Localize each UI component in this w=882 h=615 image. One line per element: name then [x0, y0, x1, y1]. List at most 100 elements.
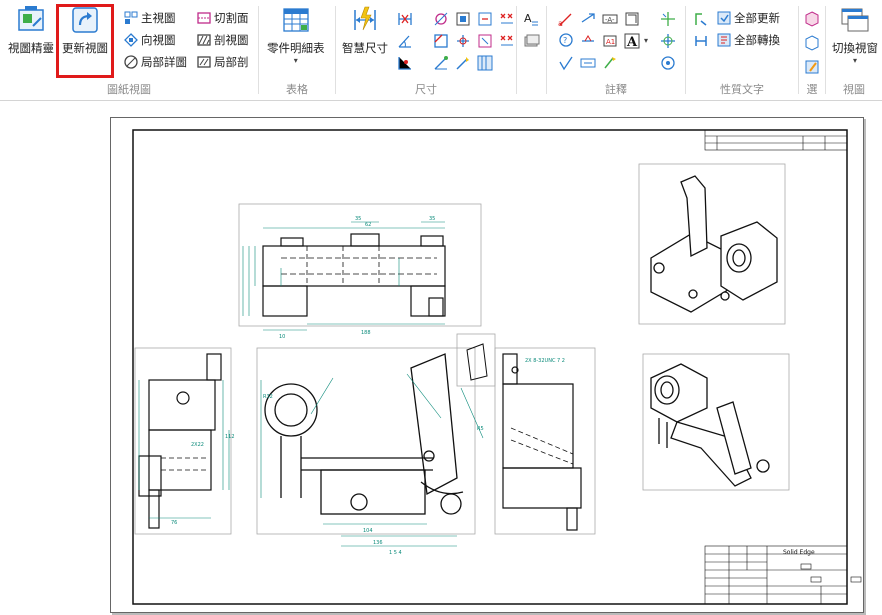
separator [516, 6, 517, 94]
svg-text:2X 8-32UNC 7 2: 2X 8-32UNC 7 2 [525, 358, 565, 364]
group-label-property-text: 性質文字 [720, 83, 764, 96]
parts-list-dropdown-icon[interactable]: ▾ [293, 56, 298, 65]
datum-frame-icon[interactable]: A1 [601, 32, 619, 50]
surface-texture-icon[interactable] [557, 54, 575, 72]
principal-view-icon [124, 11, 138, 24]
center-mark-icon[interactable] [623, 10, 641, 28]
section-view-icon [197, 34, 211, 46]
retrieve-dimensions-icon[interactable] [498, 32, 516, 50]
separator [335, 6, 336, 94]
grid-dimension-icon[interactable] [476, 54, 494, 72]
center-line-icon[interactable] [659, 10, 677, 28]
select-cube-icon[interactable] [803, 10, 821, 28]
switch-windows-label: 切換視窗 [832, 41, 878, 55]
parts-list-button[interactable]: 零件明細表 ▾ [267, 4, 325, 65]
smart-dimension-label: 智慧尺寸 [342, 41, 388, 55]
bolt-hole-circle-icon[interactable] [659, 32, 677, 50]
switch-windows-button[interactable]: 切換視窗 ▾ [832, 4, 878, 65]
tracking-icon[interactable] [476, 10, 494, 28]
auxiliary-view-label: 向視圖 [141, 33, 176, 47]
detail-view-button[interactable]: 局部詳圖 [123, 52, 187, 72]
update-all-button[interactable]: 全部更新 [716, 8, 780, 28]
auxiliary-view-button[interactable]: 向視圖 [123, 30, 176, 50]
symmetric-diameter-icon[interactable] [432, 10, 450, 28]
group-select: 選 [799, 0, 825, 100]
balloon-icon[interactable]: ? [557, 32, 575, 50]
attach-dimension-icon[interactable] [454, 10, 472, 28]
text-dropdown-icon[interactable]: ▾ [644, 36, 649, 45]
cutting-plane-icon [197, 12, 211, 24]
coordinate-dimension-icon[interactable] [396, 54, 414, 72]
group-label-select: 選 [806, 83, 818, 96]
datum-target-icon[interactable] [601, 54, 619, 72]
weld-symbol-icon[interactable] [579, 32, 597, 50]
select-outline-icon[interactable] [803, 34, 821, 52]
separator [798, 6, 799, 94]
callout-icon[interactable] [579, 10, 597, 28]
svg-text:R5: R5 [477, 426, 484, 432]
svg-text:136: 136 [373, 540, 383, 546]
group-property-text: 全部更新 全部轉換 性質文字 [686, 0, 798, 100]
auto-center-line-icon[interactable] [659, 54, 677, 72]
distance-between-icon[interactable] [396, 10, 414, 28]
angular-coordinate-icon[interactable] [432, 54, 450, 72]
svg-text:A: A [524, 12, 532, 25]
chamfer-dimension-icon[interactable] [432, 32, 450, 50]
svg-text:76: 76 [171, 520, 177, 526]
group-tables: 零件明細表 ▾ 表格 [259, 0, 335, 100]
view-wizard-label: 視圖精靈 [8, 41, 54, 55]
broken-out-icon [197, 56, 211, 68]
convert-all-icon [717, 33, 731, 47]
parts-list-icon [283, 8, 309, 32]
broken-out-button[interactable]: 局部剖 [196, 52, 249, 72]
principal-view-button[interactable]: 主視圖 [123, 8, 176, 28]
svg-text:10: 10 [279, 334, 285, 340]
svg-text:2X22: 2X22 [191, 442, 204, 448]
section-view-label: 剖視圖 [214, 33, 249, 47]
broken-out-label: 局部剖 [214, 55, 249, 69]
switch-windows-icon [841, 8, 869, 32]
update-all-icon [717, 11, 731, 25]
auto-dimension-icon[interactable] [498, 10, 516, 28]
isometric-view-bottom [642, 353, 790, 491]
angle-between-icon[interactable] [396, 32, 414, 50]
separator [825, 6, 826, 94]
dimension-axis-icon[interactable] [454, 32, 472, 50]
revision-table [704, 129, 848, 151]
cutting-plane-button[interactable]: 切割面 [196, 8, 249, 28]
update-all-label: 全部更新 [734, 11, 780, 25]
leader-icon[interactable]: a [557, 10, 575, 28]
svg-text:112: 112 [225, 434, 235, 440]
view-wizard-button[interactable]: 視圖精靈 [8, 4, 54, 56]
group-label-annotation: 註釋 [605, 83, 627, 96]
svg-text:62: 62 [365, 222, 371, 228]
copy-attributes-icon[interactable] [454, 54, 472, 72]
smart-dimension-button[interactable]: 智慧尺寸 [342, 4, 388, 56]
switch-windows-dropdown-icon[interactable]: ▾ [852, 56, 857, 65]
feature-control-frame-icon[interactable]: -A- [601, 10, 619, 28]
group-dimension: 智慧尺寸 尺寸 [336, 0, 516, 100]
property-icon[interactable] [692, 10, 710, 28]
property-text-icon[interactable] [692, 32, 710, 50]
auxiliary-view-icon [124, 33, 138, 47]
svg-text:a: a [558, 19, 563, 28]
edge-condition-icon[interactable] [579, 54, 597, 72]
svg-text:104: 104 [363, 528, 373, 534]
ribbon: 視圖精靈 更新視圖 主視圖 向視圖 局部詳圖 切割面 [0, 0, 882, 101]
svg-text:35: 35 [355, 216, 361, 222]
dimension-style-icon[interactable] [476, 32, 494, 50]
group-drawing-views: 視圖精靈 更新視圖 主視圖 向視圖 局部詳圖 切割面 [0, 0, 258, 100]
svg-text:?: ? [563, 36, 567, 45]
text-icon[interactable]: A [623, 32, 641, 50]
view-wizard-icon [18, 6, 44, 31]
group-label-tables: 表格 [286, 83, 308, 96]
select-edit-icon[interactable] [803, 58, 821, 76]
convert-all-button[interactable]: 全部轉換 [716, 30, 780, 50]
layer-icon[interactable] [522, 32, 540, 50]
section-view-button[interactable]: 剖視圖 [196, 30, 249, 50]
update-views-button[interactable]: 更新視圖 [62, 4, 108, 56]
text-format-icon[interactable]: A [522, 10, 540, 28]
